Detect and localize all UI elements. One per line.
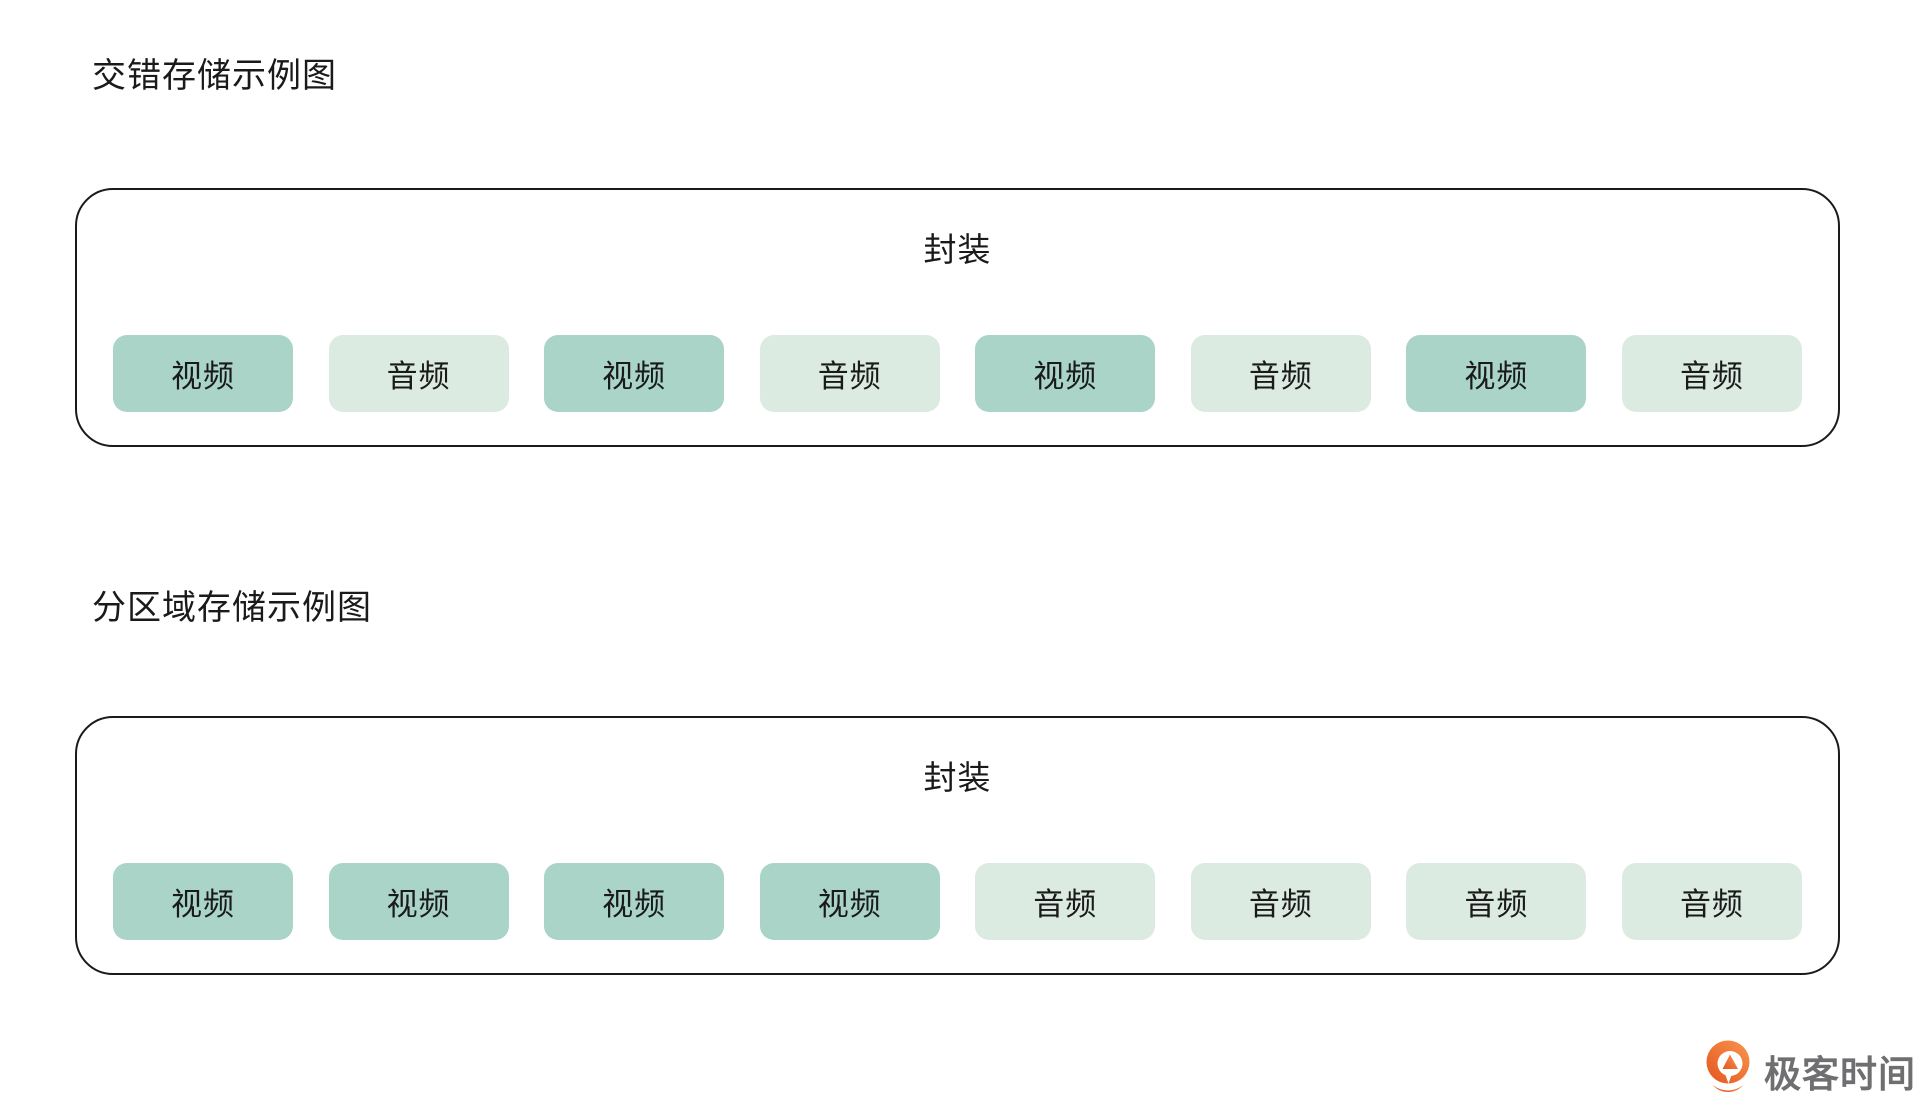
media-block-label: 音频 [386,359,451,394]
media-block-label: 音频 [1248,887,1313,922]
package-label: 封装 [923,759,992,796]
media-block-label: 音频 [1033,887,1098,922]
media-block: 音频 [1621,335,1802,412]
media-block: 音频 [759,335,940,412]
geektime-logo: 极客时间 [1700,1038,1916,1102]
media-block: 音频 [1190,335,1371,412]
media-block: 音频 [1190,863,1371,940]
media-block: 音频 [328,335,509,412]
package-container-partitioned: 封装 视频 视频 视频 视频 音频 音频 音频 音频 [75,716,1840,975]
media-block-label: 音频 [1464,887,1529,922]
media-block-label: 视频 [602,359,667,394]
media-block: 视频 [113,863,293,940]
media-block-label: 音频 [1679,359,1744,394]
package-container-interleaved: 封装 视频 音频 视频 音频 视频 音频 视频 音频 [75,188,1840,447]
media-block-label: 视频 [602,887,667,922]
media-block: 音频 [1621,863,1802,940]
media-block-label: 音频 [817,359,882,394]
media-block: 视频 [1406,335,1587,412]
block-row-partitioned: 视频 视频 视频 视频 音频 音频 音频 音频 [113,863,1802,940]
media-block-label: 视频 [1464,359,1529,394]
media-block: 视频 [544,335,725,412]
media-block: 视频 [113,335,293,412]
geektime-logo-text: 极客时间 [1764,1053,1916,1095]
block-row-interleaved: 视频 音频 视频 音频 视频 音频 视频 音频 [113,335,1802,412]
media-block-label: 视频 [1033,359,1098,394]
media-block-label: 视频 [171,359,235,394]
geektime-logo-icon [1700,1038,1756,1102]
media-block-label: 音频 [1248,359,1313,394]
package-label: 封装 [923,231,992,268]
media-block: 视频 [975,335,1156,412]
media-block: 音频 [975,863,1156,940]
media-block-label: 视频 [386,887,451,922]
section-title-interleaved: 交错存储示例图 [92,57,337,95]
media-block: 视频 [544,863,725,940]
media-block-label: 音频 [1679,887,1744,922]
media-block: 视频 [759,863,940,940]
media-block: 音频 [1406,863,1587,940]
section-title-partitioned: 分区域存储示例图 [92,589,372,627]
media-block-label: 视频 [817,887,882,922]
media-block: 视频 [328,863,509,940]
media-block-label: 视频 [171,887,235,922]
